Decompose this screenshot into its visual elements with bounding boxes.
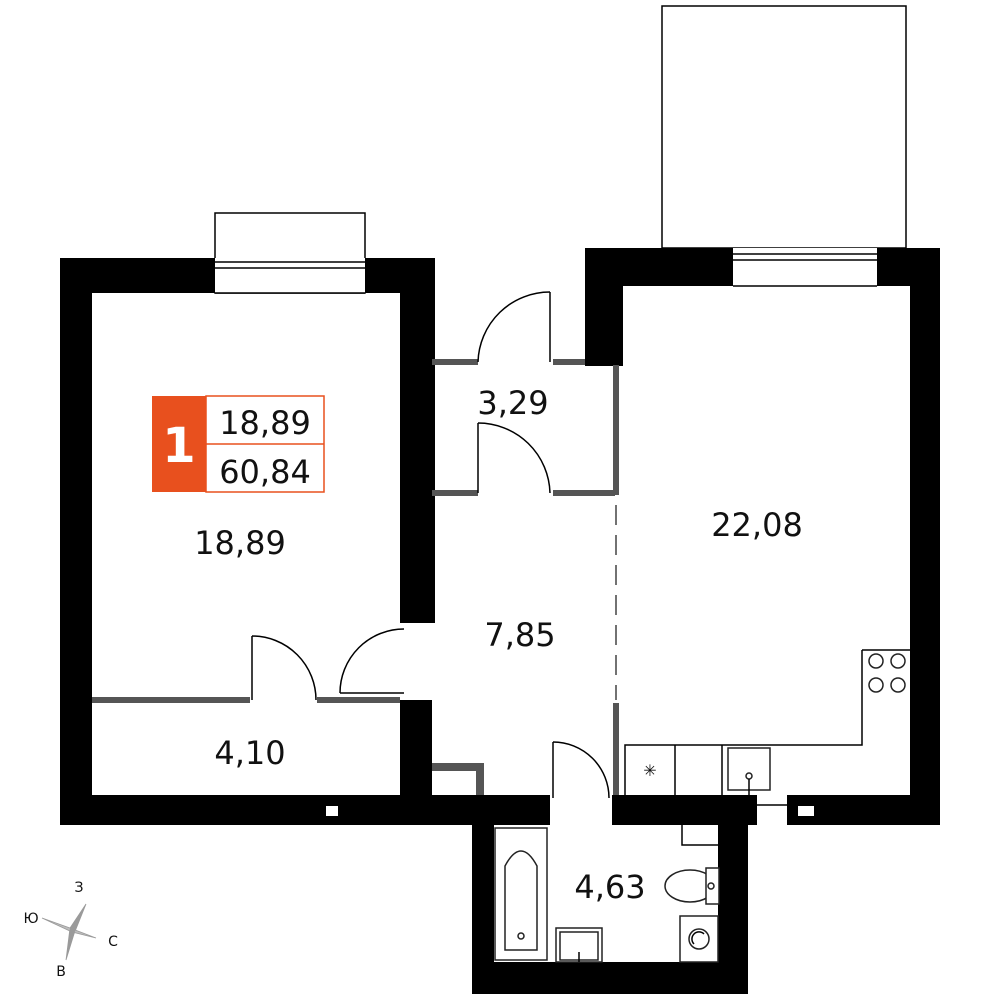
partitions — [92, 359, 619, 795]
compass-south: В — [56, 964, 66, 980]
bath-sink-icon — [555, 927, 603, 963]
area-bathroom: 4,63 — [574, 868, 645, 906]
washing-machine-icon — [679, 915, 719, 963]
area-hall: 7,85 — [484, 616, 555, 654]
kitchen-window — [733, 248, 877, 287]
shaft — [681, 804, 787, 846]
apartment-badge: 1 18,89 60,84 — [152, 395, 325, 493]
compass-north: З — [75, 880, 84, 896]
area-loggia: 4,10 — [214, 734, 285, 772]
bathtub-icon — [494, 827, 548, 961]
bedroom-window — [215, 258, 365, 294]
badge-living-area: 18,89 — [219, 404, 311, 442]
area-vestibule: 3,29 — [477, 384, 548, 422]
toilet-icon — [664, 867, 720, 905]
badge-rooms: 1 — [162, 418, 195, 474]
walls-bathroom-block — [472, 800, 748, 994]
stove-icon — [868, 653, 906, 693]
compass-west: Ю — [23, 911, 38, 927]
kitchen-counter — [624, 649, 910, 795]
area-kitchen-living: 22,08 — [711, 506, 803, 544]
balcony-top — [661, 5, 907, 249]
badge-total-area: 60,84 — [219, 453, 311, 491]
badge-rooms-box — [152, 396, 206, 492]
vent-left — [326, 806, 338, 816]
svg-text:✳: ✳ — [643, 761, 656, 780]
fridge-icon: ✳ — [643, 761, 656, 780]
compass-icon: З Ю С В — [23, 880, 118, 980]
doors — [251, 291, 610, 799]
walls-left-block — [60, 258, 550, 825]
compass-east: С — [108, 934, 118, 950]
sink-icon — [727, 747, 771, 795]
vent-right — [798, 806, 814, 816]
area-bedroom: 18,89 — [194, 524, 286, 562]
